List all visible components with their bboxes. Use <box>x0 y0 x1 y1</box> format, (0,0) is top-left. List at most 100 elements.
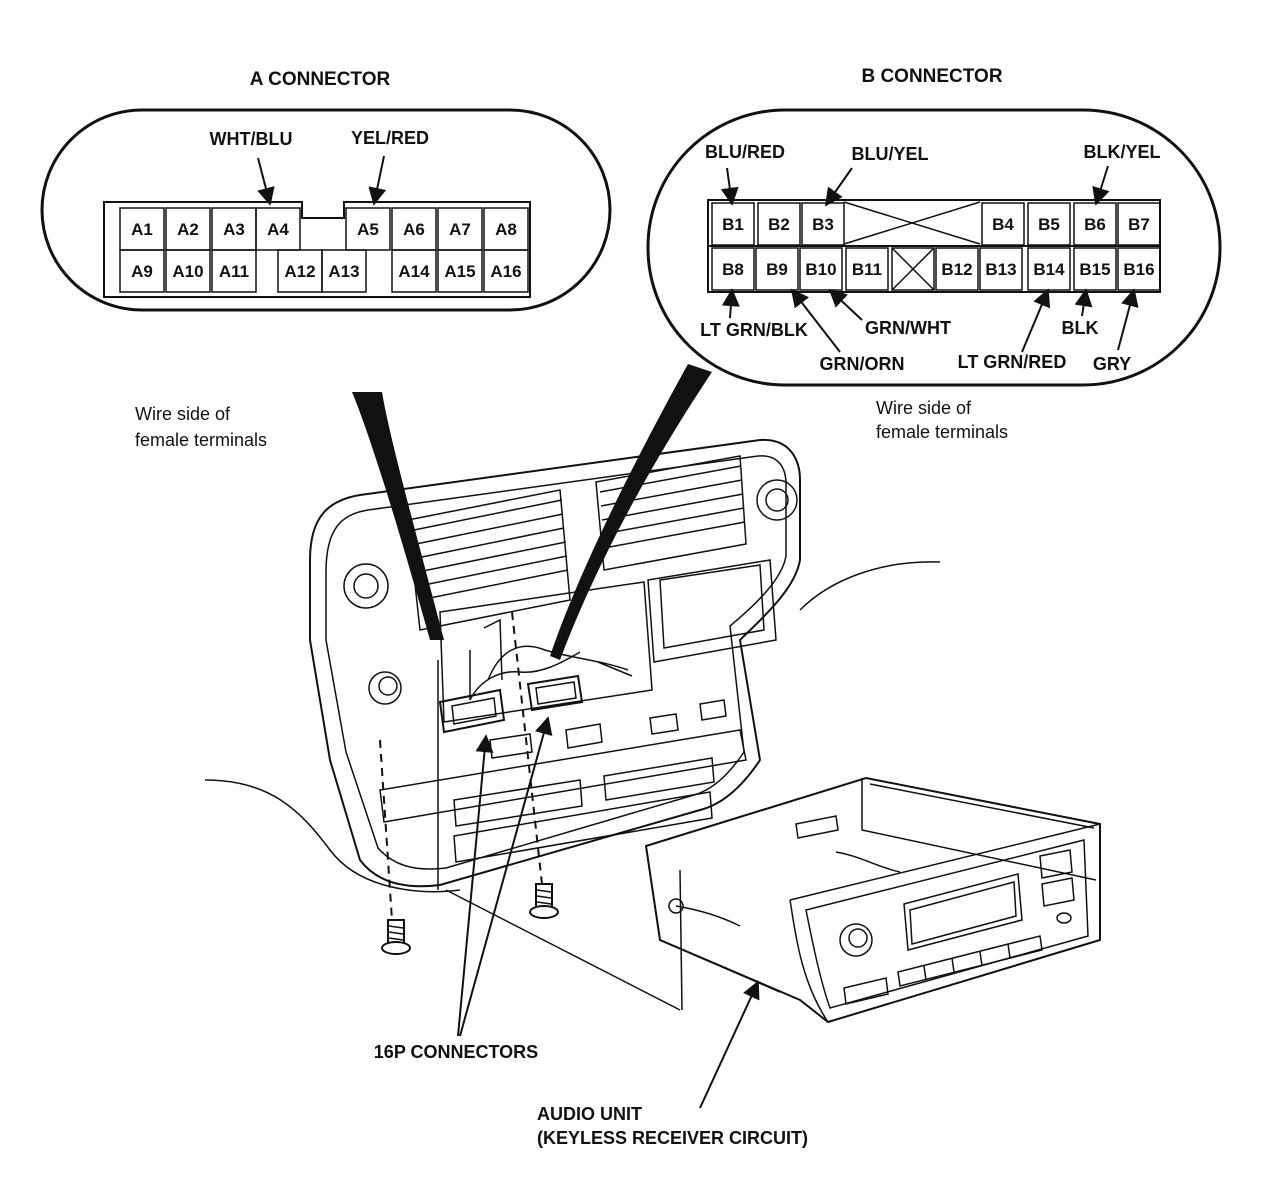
16p-pointer-right <box>459 716 553 1037</box>
pin-b3-cell <box>801 202 845 246</box>
16p-connectors-label: 16P CONNECTORS <box>374 1042 538 1062</box>
pin-b16: B16 <box>1123 260 1154 279</box>
a-connector-title: A CONNECTOR <box>250 69 391 90</box>
b9-wire-label: GRN/ORN <box>820 354 905 374</box>
pin-b12: B12 <box>941 260 972 279</box>
pin-b11-cell <box>845 247 889 291</box>
pin-a14-cell <box>391 249 437 293</box>
pin-b4-cell <box>981 202 1025 246</box>
pin-b6: B6 <box>1084 215 1106 234</box>
pin-b9-cell <box>755 247 799 291</box>
pin-b7: B7 <box>1128 215 1150 234</box>
b10-wire-arrow <box>828 288 863 321</box>
screw-left <box>379 739 411 955</box>
pin-a15-cell <box>437 249 483 293</box>
a4-wire-arrow <box>257 157 275 206</box>
a-wire-side-note-line1: Wire side of <box>135 404 231 424</box>
pin-a12: A12 <box>284 262 315 281</box>
pin-a7: A7 <box>449 220 471 239</box>
b15-wire-label: BLK <box>1062 318 1099 338</box>
b10-wire-label: GRN/WHT <box>865 318 951 338</box>
a4-wire-label: WHT/BLU <box>210 129 293 149</box>
b-connector-bubble <box>646 108 1222 387</box>
pin-b10: B10 <box>805 260 836 279</box>
b6-wire-arrow <box>1092 165 1110 206</box>
pin-a2: A2 <box>177 220 199 239</box>
b14-wire-arrow <box>1021 288 1051 353</box>
b-connector-callout: B CONNECTOR B1 B2 B3 B4 B5 B6 B7 B8 B9 B10 B11 B12… <box>646 66 1222 442</box>
pin-b15-cell <box>1073 247 1117 291</box>
pin-b14: B14 <box>1033 260 1065 279</box>
pin-a9: A9 <box>131 262 153 281</box>
pin-b2: B2 <box>768 215 790 234</box>
b9-wire-arrow <box>790 288 841 353</box>
pin-b13: B13 <box>985 260 1016 279</box>
pin-b7-cell <box>1117 202 1161 246</box>
16p-pointer-left <box>457 734 494 1037</box>
pin-a1: A1 <box>131 220 153 239</box>
pin-a11: A11 <box>219 262 249 281</box>
b16-wire-arrow <box>1117 288 1139 351</box>
b-callout-leader <box>550 364 712 660</box>
b-connector-face: B1 B2 B3 B4 B5 B6 B7 B8 B9 B10 B11 B12 B13 B14 B15 B16 <box>707 199 1161 293</box>
pin-b1: B1 <box>722 215 744 234</box>
b-blank-cavity-top <box>843 201 981 245</box>
b8-wire-label: LT GRN/BLK <box>700 320 808 340</box>
pin-a11-cell <box>211 249 257 293</box>
b3-wire-label: BLU/YEL <box>851 144 928 164</box>
b-wire-side-note-line1: Wire side of <box>876 398 972 418</box>
pin-b12-cell <box>935 247 979 291</box>
audio-unit-label-line1: AUDIO UNIT <box>537 1104 642 1124</box>
pin-b5: B5 <box>1038 215 1060 234</box>
screw-right <box>511 611 559 919</box>
audio-unit-illustration <box>644 776 1101 1024</box>
pin-a5-cell <box>345 207 391 251</box>
pin-a8: A8 <box>495 220 517 239</box>
pin-b13-cell <box>979 247 1023 291</box>
a-wire-side-note-line2: female terminals <box>135 430 267 450</box>
pin-b10-cell <box>799 247 843 291</box>
connector-plugs <box>438 618 633 734</box>
b8-wire-arrow <box>721 288 740 319</box>
audio-unit-label-line2: (KEYLESS RECEIVER CIRCUIT) <box>537 1128 808 1148</box>
pin-a16-cell <box>483 249 529 293</box>
pin-b5-cell <box>1027 202 1071 246</box>
pin-b2-cell <box>757 202 801 246</box>
b1-wire-label: BLU/RED <box>705 142 785 162</box>
pin-b8: B8 <box>722 260 744 279</box>
pin-a13-cell <box>321 249 367 293</box>
pin-b16-cell <box>1117 247 1161 291</box>
audio-unit-pointer <box>699 980 760 1109</box>
pin-a10: A10 <box>172 262 203 281</box>
b1-wire-arrow <box>720 167 739 206</box>
pin-a3: A3 <box>223 220 245 239</box>
pin-a13: A13 <box>328 262 359 281</box>
b16-wire-label: GRY <box>1093 354 1131 374</box>
b15-wire-arrow <box>1074 288 1093 317</box>
pin-b15: B15 <box>1079 260 1110 279</box>
b-connector-title: B CONNECTOR <box>861 66 1002 87</box>
pin-b9: B9 <box>766 260 788 279</box>
a-pin-grid-bottom: A9 A10 A11 A12 A13 A14 A15 A16 <box>119 249 529 293</box>
a5-wire-label: YEL/RED <box>351 128 429 148</box>
pin-a5: A5 <box>357 220 379 239</box>
pin-a14: A14 <box>398 262 430 281</box>
b3-wire-arrow <box>824 167 853 207</box>
b14-wire-label: LT GRN/RED <box>958 352 1067 372</box>
pin-b4: B4 <box>992 215 1014 234</box>
pin-a16: A16 <box>490 262 521 281</box>
a-connector-bubble <box>40 108 612 312</box>
pin-a15: A15 <box>444 262 475 281</box>
b6-wire-label: BLK/YEL <box>1083 142 1160 162</box>
pin-a6: A6 <box>403 220 425 239</box>
b-wire-side-note-line2: female terminals <box>876 422 1008 442</box>
dashboard-illustration <box>204 438 941 1011</box>
pin-b3: B3 <box>812 215 834 234</box>
pin-b11: B11 <box>852 260 882 279</box>
b-blank-cavity-bottom <box>891 247 935 291</box>
a5-wire-arrow <box>368 155 387 206</box>
pin-a10-cell <box>165 249 211 293</box>
